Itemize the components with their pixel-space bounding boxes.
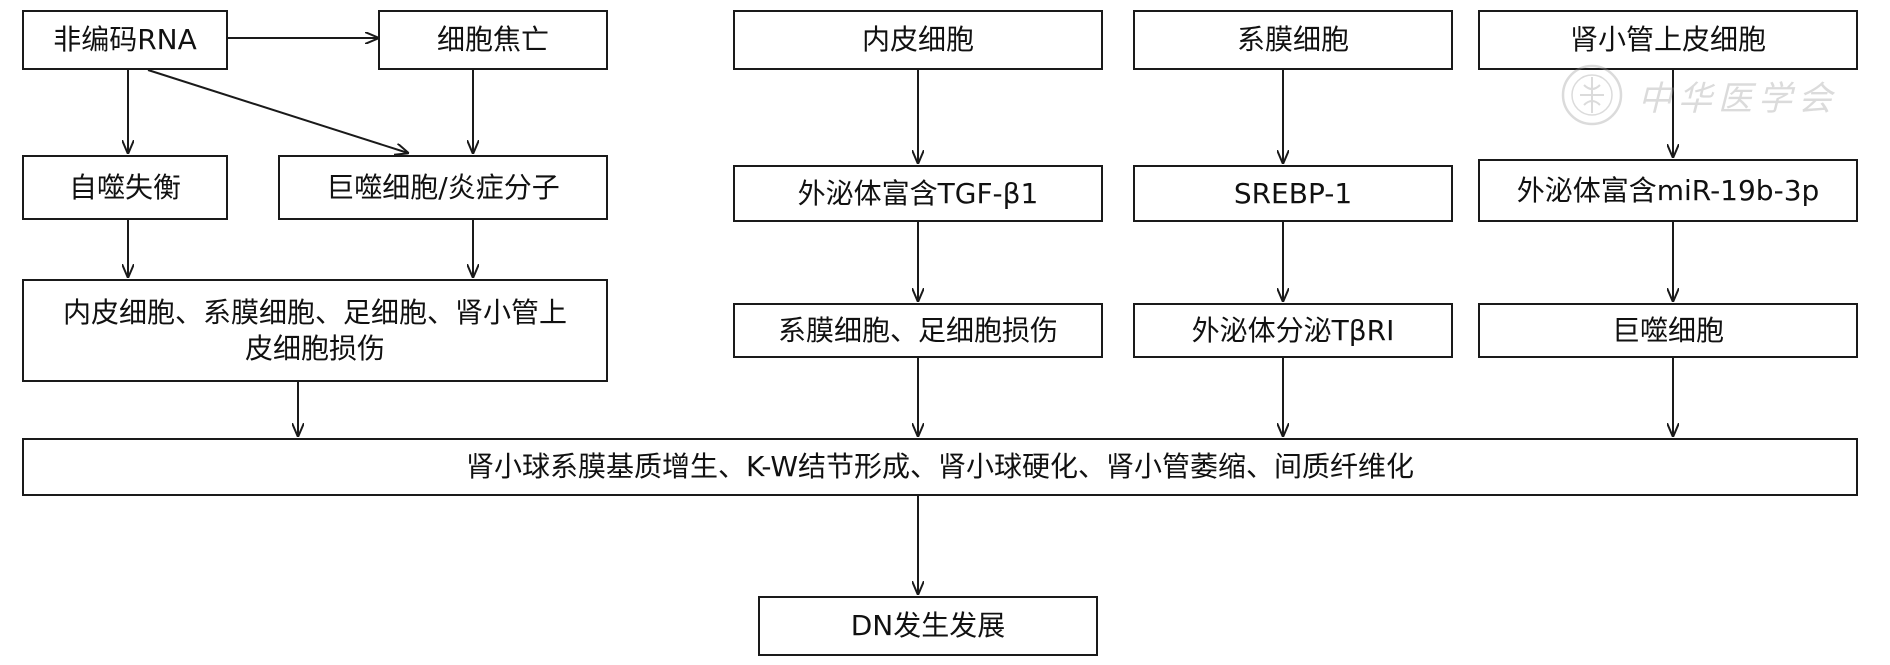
box-ncrna: 非编码RNA (22, 10, 228, 70)
box-mesangial-podocyte-injury-label: 系膜细胞、足细胞损伤 (777, 313, 1058, 347)
box-exosome-tgf: 外泌体富含TGF-β1 (733, 165, 1103, 222)
box-endothelial: 内皮细胞 (733, 10, 1103, 70)
box-mesangial: 系膜细胞 (1133, 10, 1453, 70)
box-exosome-tbr-label: 外泌体分泌TβRⅠ (1191, 313, 1395, 347)
box-pyroptosis-label: 细胞焦亡 (436, 23, 549, 56)
watermark: 中华医学会 (1560, 60, 1880, 130)
box-dn-progression-label: DN发生发展 (850, 609, 1006, 642)
box-mesangial-label: 系膜细胞 (1236, 23, 1349, 56)
box-autophagy-label: 自噬失衡 (68, 170, 181, 204)
box-srebp: SREBP-1 (1133, 165, 1453, 222)
box-cell-injury-label: 内皮细胞、系膜细胞、足细胞、肾小管上皮细胞损伤 (62, 295, 567, 365)
box-macrophage-inflammation-label: 巨噬细胞/炎症分子 (326, 170, 560, 204)
box-macrophage: 巨噬细胞 (1478, 303, 1858, 358)
box-macrophage-inflammation: 巨噬细胞/炎症分子 (278, 155, 608, 220)
box-cell-injury: 内皮细胞、系膜细胞、足细胞、肾小管上皮细胞损伤 (22, 279, 608, 382)
society-seal-icon (1561, 64, 1623, 126)
box-tubular: 肾小管上皮细胞 (1478, 10, 1858, 70)
box-exosome-tbr: 外泌体分泌TβRⅠ (1133, 303, 1453, 358)
box-exosome-tgf-label: 外泌体富含TGF-β1 (797, 176, 1039, 210)
box-dn-progression: DN发生发展 (758, 596, 1098, 656)
box-srebp-label: SREBP-1 (1233, 176, 1353, 210)
box-pyroptosis: 细胞焦亡 (378, 10, 608, 70)
box-endothelial-label: 内皮细胞 (861, 23, 974, 56)
box-exosome-mir: 外泌体富含miR-19b-3p (1478, 159, 1858, 222)
box-ncrna-label: 非编码RNA (53, 23, 197, 56)
box-exosome-mir-label: 外泌体富含miR-19b-3p (1516, 173, 1820, 207)
box-mesangial-podocyte-injury: 系膜细胞、足细胞损伤 (733, 303, 1103, 358)
box-pathology-label: 肾小球系膜基质增生、K-W结节形成、肾小球硬化、肾小管萎缩、间质纤维化 (465, 450, 1415, 483)
box-pathology: 肾小球系膜基质增生、K-W结节形成、肾小球硬化、肾小管萎缩、间质纤维化 (22, 438, 1858, 496)
box-macrophage-label: 巨噬细胞 (1611, 313, 1724, 347)
box-tubular-label: 肾小管上皮细胞 (1569, 23, 1766, 56)
box-autophagy: 自噬失衡 (22, 155, 228, 220)
watermark-text: 中华医学会 (1638, 78, 1838, 119)
arrow-ncrna-macrophage (147, 69, 408, 153)
